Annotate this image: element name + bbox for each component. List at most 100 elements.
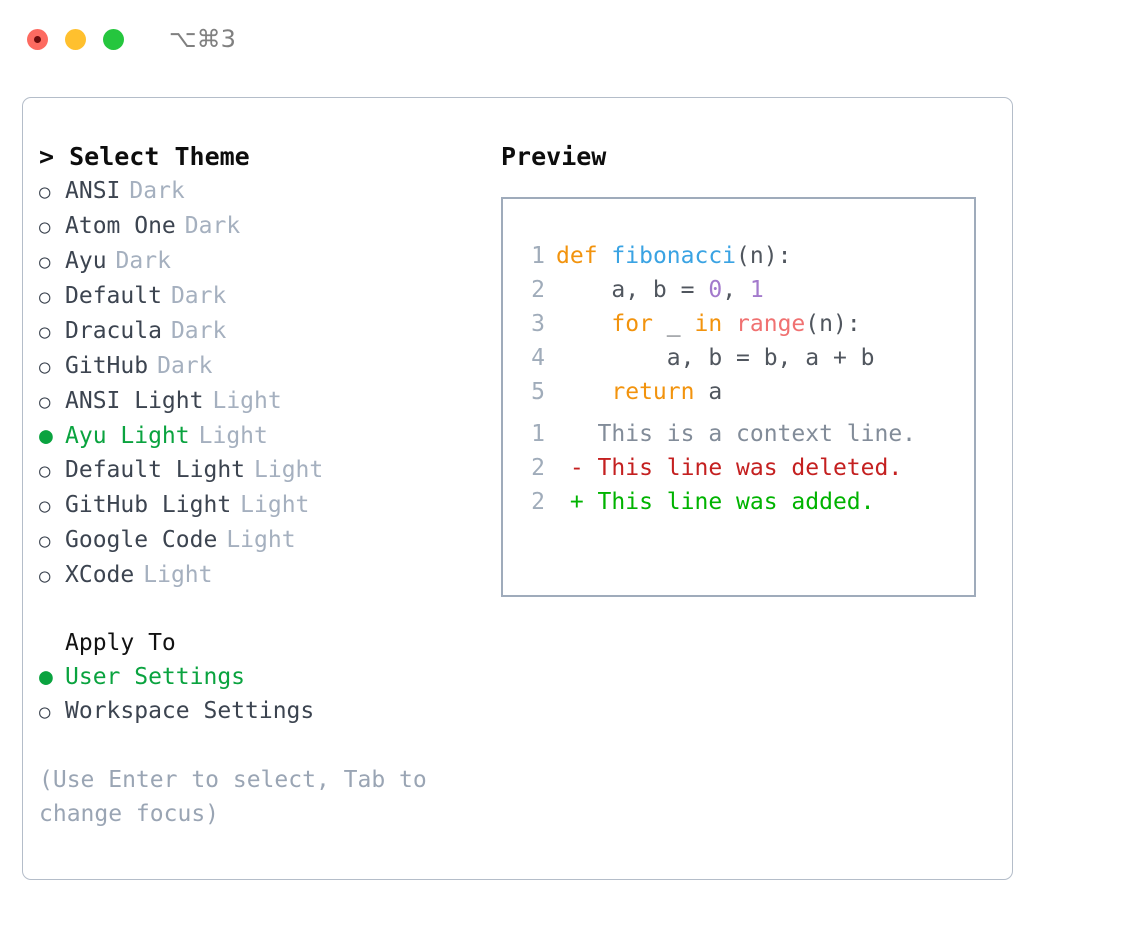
radio-unselected-icon: ○ [39,460,51,482]
theme-option-default[interactable]: ○ Default Dark [39,279,489,314]
diff-line-text: - This line was deleted. [556,455,903,481]
code-token: in [694,311,723,337]
radio-unselected-icon: ○ [39,216,51,238]
apply-option-label: Workspace Settings [65,698,315,724]
theme-option-dracula[interactable]: ○ Dracula Dark [39,314,489,349]
apply-option-user-settings[interactable]: ● User Settings [39,660,489,694]
theme-variant-tag: Light [198,423,268,449]
theme-option-google-code[interactable]: ○ Google Code Light [39,523,489,558]
code-token: _ [652,311,695,337]
theme-option-label: ANSI [65,178,121,204]
code-line-text: return a [556,375,722,409]
diff-line-text: + This line was added. [556,489,875,515]
code-line: 5 return a [515,375,875,409]
apply-to-heading: Apply To [65,630,176,656]
theme-variant-tag: Light [143,562,213,588]
radio-unselected-icon: ○ [39,181,51,203]
code-token: a, b = [556,277,709,303]
preview-heading: Preview [501,142,607,171]
apply-to-list[interactable]: ● User Settings ○Workspace Settings [39,660,489,729]
radio-selected-icon: ● [39,423,53,449]
radio-unselected-icon: ○ [39,530,51,552]
code-line: 4 a, b = b, a + b [515,341,875,375]
theme-option-label: Atom One [65,213,176,239]
close-button[interactable] [27,28,48,50]
theme-variant-tag: Dark [157,353,213,379]
theme-option-label: GitHub [65,353,149,379]
code-line-text: a, b = 0, 1 [556,273,764,307]
code-line-number: 4 [531,345,545,371]
code-token: def [556,243,598,269]
radio-unselected-icon: ○ [39,495,51,517]
theme-option-atom-one[interactable]: ○ Atom One Dark [39,209,489,244]
theme-variant-tag: Light [212,388,282,414]
diff-line-added: 2 + This line was added. [515,485,916,519]
window-controls [27,28,124,50]
code-token: return [611,379,695,405]
theme-variant-tag: Dark [184,213,241,239]
code-token: a, b = b, a + b [556,345,875,371]
maximize-button[interactable] [103,28,124,50]
diff-line-deleted: 2 - This line was deleted. [515,451,916,485]
diff-line-number: 1 [531,421,545,447]
select-theme-heading: > Select Theme [39,142,250,171]
code-token: for [611,311,653,337]
keyboard-hint-text: (Use Enter to select, Tab to change focu… [39,767,441,827]
theme-option-label: Google Code [65,527,218,553]
theme-option-label: XCode [65,562,135,588]
code-token [722,311,736,337]
code-line: 3 for _ in range(n): [515,307,875,341]
theme-variant-tag: Dark [115,248,171,274]
minimize-button[interactable] [65,28,86,50]
radio-unselected-icon: ○ [39,286,51,308]
code-token: a [694,379,723,405]
code-token: (n): [736,243,792,269]
diff-line-context: 1 This is a context line. [515,417,916,451]
diff-line-number: 2 [531,489,545,515]
code-token: (n): [805,311,861,337]
code-line-number: 5 [531,379,545,405]
code-token [556,379,611,405]
apply-option-label: User Settings [65,664,246,690]
code-token [556,311,611,337]
radio-unselected-icon: ○ [39,321,51,343]
code-line: 2 a, b = 0, 1 [515,273,875,307]
code-token: 1 [749,277,764,303]
code-token [598,243,612,269]
theme-option-label: Ayu Light [65,423,190,449]
theme-option-label: Default Light [65,457,246,483]
code-line-text: for _ in range(n): [556,307,861,341]
theme-variant-tag: Light [226,527,296,553]
apply-option-workspace-settings[interactable]: ○Workspace Settings [39,694,489,729]
code-token: fibonacci [611,243,737,269]
theme-variant-tag: Dark [170,283,227,309]
diff-line-text: This is a context line. [556,421,917,447]
title-bar: ⌥⌘3 [0,0,1140,78]
theme-option-label: Ayu [65,248,107,274]
code-token: , [722,277,750,303]
theme-option-ayu-light[interactable]: ● Ayu Light Light [39,419,489,453]
radio-unselected-icon: ○ [39,391,51,413]
theme-option-xcode[interactable]: ○ XCode Light [39,558,489,593]
theme-option-label: Default [65,283,162,309]
theme-option-label: Dracula [65,318,162,344]
radio-unselected-icon: ○ [39,565,51,587]
code-line-text: def fibonacci(n): [556,239,791,273]
code-line-number: 1 [531,243,545,269]
keyboard-shortcut-label: ⌥⌘3 [169,25,236,53]
radio-selected-icon: ● [39,664,53,690]
code-line-text: a, b = b, a + b [556,341,875,375]
theme-variant-tag: Dark [170,318,227,344]
